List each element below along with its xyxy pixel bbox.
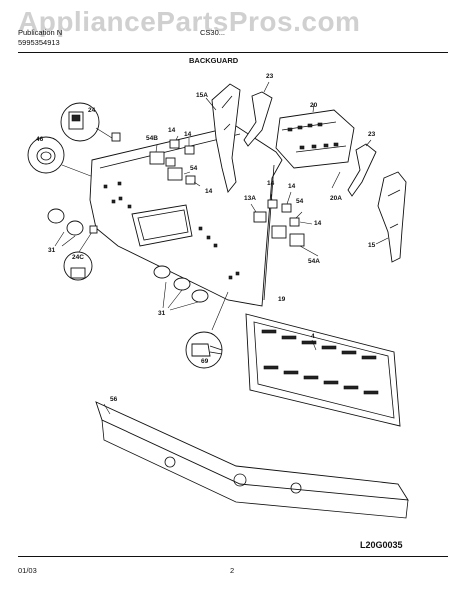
- callout-4: 4: [311, 333, 315, 340]
- callout-54-lower: 54: [296, 198, 304, 205]
- callout-15: 15: [368, 242, 376, 249]
- screw-69-detail: [185, 291, 229, 369]
- knobs-31-right: [153, 265, 209, 311]
- footer-rule: [18, 556, 448, 557]
- header-rule: [18, 52, 448, 53]
- callout-14-a: 14: [168, 127, 176, 134]
- callout-14-c: 14: [205, 188, 213, 195]
- clip-23-left: [243, 81, 273, 147]
- callout-54-upper: 54: [190, 165, 198, 172]
- callout-54a: 54A: [308, 258, 320, 265]
- publication-label: Publication N: [18, 28, 63, 37]
- callout-13a: 13A: [244, 195, 256, 202]
- callout-24c: 24C: [72, 254, 84, 261]
- callout-15a: 15A: [196, 92, 208, 99]
- bracket-15: [375, 171, 407, 263]
- clock-board-20: [275, 103, 355, 169]
- callout-56: 56: [110, 396, 118, 403]
- switch-block-54b: [149, 135, 201, 187]
- callout-19: 19: [278, 296, 286, 303]
- clip-23-right: [331, 139, 377, 197]
- callout-31-right: 31: [158, 310, 166, 317]
- bottom-panel-56: [95, 401, 409, 519]
- callout-24: 24: [88, 107, 96, 114]
- publication-number: 5995354913: [18, 38, 60, 47]
- drawing-code: L20G0035: [360, 540, 403, 550]
- callout-69: 69: [201, 358, 209, 365]
- callout-23-right: 23: [368, 131, 376, 138]
- section-title: BACKGUARD: [189, 56, 239, 65]
- watermark: AppliancePartsPros.com: [18, 6, 361, 37]
- knobs-31-left: [47, 208, 84, 247]
- page-number: 2: [230, 566, 235, 575]
- switch-24c-detail: [63, 225, 98, 281]
- callout-20: 20: [310, 102, 318, 109]
- callout-14-d: 14: [267, 180, 275, 187]
- callout-20a: 20A: [330, 195, 342, 202]
- switch-24-detail: [60, 102, 121, 142]
- model-number: CS30...: [200, 28, 226, 37]
- callout-14-e: 14: [288, 183, 296, 190]
- callout-31-left: 31: [48, 247, 56, 254]
- back-cover-4: [245, 313, 401, 427]
- callout-54b: 54B: [146, 135, 158, 142]
- switch-block-54a: [250, 191, 319, 257]
- knob-insert-46-detail: [27, 136, 97, 179]
- callout-46: 46: [36, 136, 44, 143]
- callout-23-left: 23: [266, 73, 274, 80]
- footer-date: 01/03: [18, 566, 37, 575]
- bracket-15a: [205, 83, 241, 193]
- callout-14-b: 14: [184, 131, 192, 138]
- callout-14-f: 14: [314, 220, 322, 227]
